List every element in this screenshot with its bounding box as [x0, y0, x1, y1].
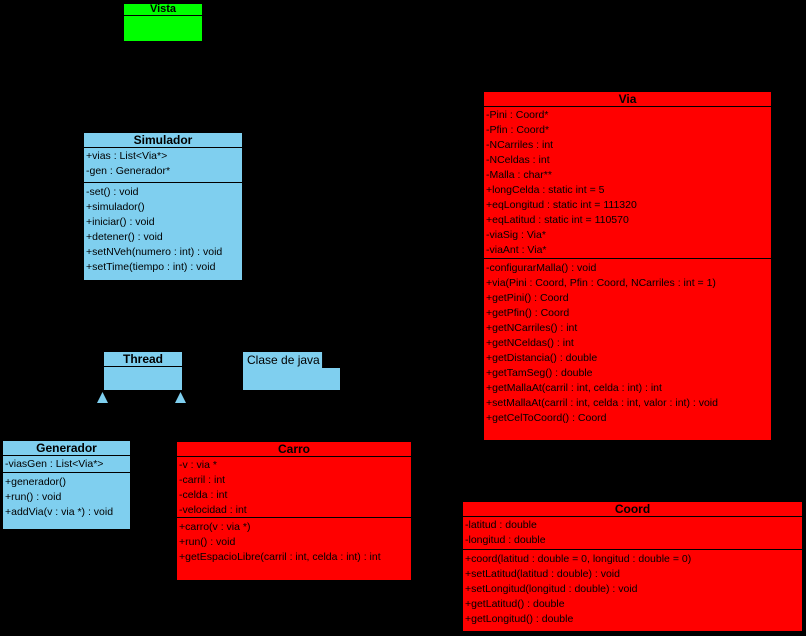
- member-row: +vias : List<Via*>: [86, 150, 168, 162]
- member-row: +detener() : void: [86, 231, 163, 243]
- member-row: +setNVeh(numero : int) : void: [86, 246, 223, 258]
- member-row: +getCelToCoord() : Coord: [486, 412, 607, 424]
- member-row: -viaSig : Via*: [486, 229, 546, 241]
- class-simulador-title: Simulador: [84, 133, 242, 148]
- member-row: +getNCarriles() : int: [486, 322, 578, 334]
- member-row: +getPini() : Coord: [486, 292, 569, 304]
- class-carro-title: Carro: [177, 442, 411, 457]
- class-carro-methods: +carro(v : via *) +run() : void +getEspaci…: [177, 518, 411, 580]
- java-class-legend-note[interactable]: Clase de java: [243, 352, 340, 390]
- member-row: +setMallaAt(carril : int, celda : int, v…: [486, 397, 718, 409]
- member-row: +addVia(v : via *) : void: [5, 506, 114, 518]
- member-row: -Pini : Coord*: [486, 109, 549, 121]
- member-row: +setLongitud(longitud : double) : void: [465, 583, 638, 595]
- class-coord-attributes: -latitud : double -longitud : double: [463, 517, 802, 550]
- member-row: +run() : void: [179, 536, 236, 548]
- member-row: +getEspacioLibre(carril : int, celda : i…: [179, 551, 381, 563]
- inheritance-arrowhead-icon: [175, 392, 186, 403]
- class-thread-title: Thread: [104, 352, 182, 367]
- member-row: +getPfin() : Coord: [486, 307, 570, 319]
- member-row: +generador(): [5, 476, 66, 488]
- class-via-title: Via: [484, 92, 771, 107]
- member-row: +getLatitud() : double: [465, 598, 565, 610]
- class-coord-methods: +coord(latitud : double = 0, longitud : …: [463, 550, 802, 631]
- member-row: -Malla : char**: [486, 169, 552, 181]
- member-row: -set() : void: [86, 186, 139, 198]
- member-row: +getDistancia() : double: [486, 352, 598, 364]
- inheritance-arrowhead-icon: [97, 392, 108, 403]
- class-via-methods: -configurarMalla() : void +via(Pini : Coo…: [484, 259, 771, 440]
- member-row: -NCeldas : int: [486, 154, 550, 166]
- class-vista[interactable]: Vista: [123, 3, 203, 42]
- java-class-legend-label: Clase de java: [247, 353, 320, 367]
- member-row: +getNCeldas() : int: [486, 337, 574, 349]
- class-carro[interactable]: Carro -v : via * -carril : int -celda : in…: [176, 441, 412, 581]
- member-row: +coord(latitud : double = 0, longitud : …: [465, 553, 692, 565]
- class-coord-title: Coord: [463, 502, 802, 517]
- member-row: +iniciar() : void: [86, 216, 155, 228]
- member-row: +simulador(): [86, 201, 145, 213]
- member-row: +carro(v : via *): [179, 521, 251, 533]
- member-row: -v : via *: [179, 459, 217, 471]
- class-generador-title: Generador: [3, 441, 130, 456]
- member-row: +longCelda : static int = 5: [486, 184, 605, 196]
- class-via[interactable]: Via -Pini : Coord* -Pfin : Coord* -NCarril…: [483, 91, 772, 441]
- member-row: +setLatitud(latitud : double) : void: [465, 568, 620, 580]
- class-simulador[interactable]: Simulador +vias : List<Via*> -gen : Gener…: [83, 132, 243, 281]
- member-row: -Pfin : Coord*: [486, 124, 550, 136]
- member-row: +via(Pini : Coord, Pfin : Coord, NCarril…: [486, 277, 716, 289]
- class-carro-attributes: -v : via * -carril : int -celda : int -velo…: [177, 457, 411, 518]
- member-row: -latitud : double: [465, 519, 537, 531]
- member-row: -configurarMalla() : void: [486, 262, 597, 274]
- class-generador-attributes: -viasGen : List<Via*>: [3, 456, 130, 473]
- member-row: -viasGen : List<Via*>: [5, 458, 104, 470]
- member-row: -longitud : double: [465, 534, 546, 546]
- member-row: -carril : int: [179, 474, 226, 486]
- class-via-attributes: -Pini : Coord* -Pfin : Coord* -NCarriles :…: [484, 107, 771, 259]
- class-coord[interactable]: Coord -latitud : double -longitud : doubl…: [462, 501, 803, 632]
- member-row: +getMallaAt(carril : int, celda : int) :…: [486, 382, 662, 394]
- member-row: +run() : void: [5, 491, 62, 503]
- member-row: -celda : int: [179, 489, 228, 501]
- class-generador[interactable]: Generador -viasGen : List<Via*> +generad…: [2, 440, 131, 530]
- class-simulador-methods: -set() : void +simulador() +iniciar() : vo…: [84, 183, 242, 280]
- member-row: +eqLatitud : static int = 110570: [486, 214, 629, 226]
- member-row: +setTime(tiempo : int) : void: [86, 261, 216, 273]
- member-row: +getTamSeg() : double: [486, 367, 593, 379]
- member-row: -viaAnt : Via*: [486, 244, 547, 256]
- class-vista-body: [124, 16, 202, 41]
- member-row: -velocidad : int: [179, 504, 247, 516]
- member-row: +eqLongitud : static int = 111320: [486, 199, 637, 211]
- class-generador-methods: +generador() +run() : void +addVia(v : via…: [3, 473, 130, 529]
- member-row: -NCarriles : int: [486, 139, 554, 151]
- member-row: +getLongitud() : double: [465, 613, 574, 625]
- class-thread-body: [104, 367, 182, 390]
- class-thread[interactable]: Thread: [103, 351, 183, 391]
- class-vista-title: Vista: [124, 4, 202, 16]
- class-simulador-attributes: +vias : List<Via*> -gen : Generador*: [84, 148, 242, 183]
- member-row: -gen : Generador*: [86, 165, 171, 177]
